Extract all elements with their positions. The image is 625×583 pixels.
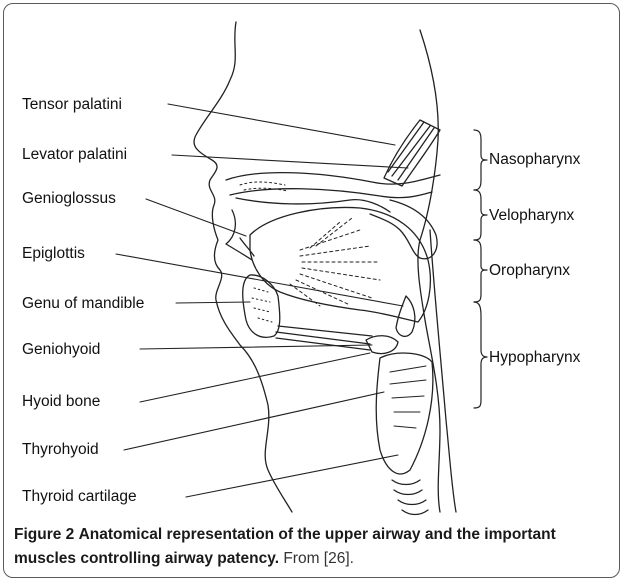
figure-caption: Figure 2 Anatomical representation of th…	[14, 523, 614, 571]
label-velopharynx: Velopharynx	[489, 207, 574, 225]
label-thyroid-cartilage: Thyroid cartilage	[22, 488, 137, 506]
label-genu-of-mandible: Genu of mandible	[22, 295, 144, 313]
face-profile	[194, 22, 292, 512]
mandible-bone	[252, 288, 272, 322]
label-thyrohyoid: Thyrohyoid	[22, 441, 99, 459]
trachea	[392, 480, 428, 515]
right-braces	[474, 130, 487, 408]
tongue-fibers	[290, 218, 380, 306]
tongue	[250, 207, 430, 322]
caption-source: From [26].	[283, 550, 354, 567]
label-geniohyoid: Geniohyoid	[22, 341, 100, 359]
label-nasopharynx: Nasopharynx	[489, 151, 580, 169]
caption-figure-number: Figure 2	[14, 526, 74, 543]
label-oropharynx: Oropharynx	[489, 262, 570, 280]
mandible	[243, 275, 280, 337]
label-tensor-palatini: Tensor palatini	[22, 96, 122, 114]
back-of-neck	[418, 30, 440, 512]
label-epiglottis: Epiglottis	[22, 245, 85, 263]
label-genioglossus: Genioglossus	[22, 190, 116, 208]
label-levator-palatini: Levator palatini	[22, 146, 127, 164]
label-hyoid-bone: Hyoid bone	[22, 393, 100, 411]
pharyngeal-muscles	[384, 120, 440, 186]
label-hypopharynx: Hypopharynx	[489, 349, 580, 367]
epiglottis-shape	[396, 296, 415, 336]
soft-palate	[370, 200, 437, 259]
larynx	[376, 353, 433, 474]
